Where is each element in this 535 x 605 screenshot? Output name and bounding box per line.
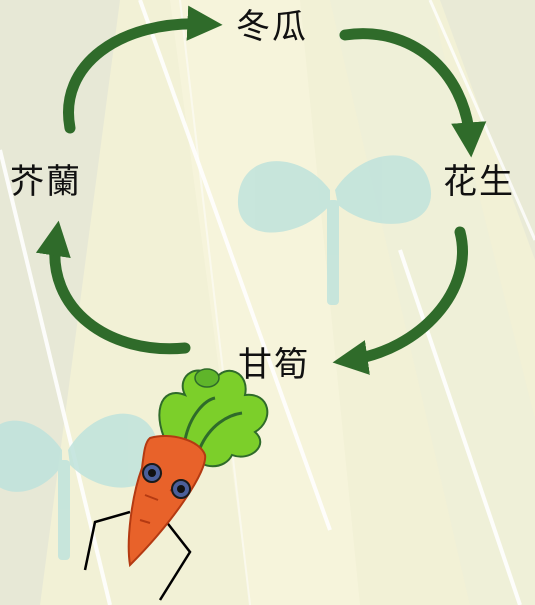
carrot-mascot-icon — [83, 368, 269, 601]
arrow-right-to-bottom — [332, 226, 468, 375]
cycle-node-left: 芥蘭 — [10, 162, 82, 202]
cycle-node-top: 冬瓜 — [236, 7, 308, 47]
arrow-top-to-right — [339, 28, 487, 158]
cycle-node-bottom: 甘筍 — [238, 345, 310, 385]
arrow-left-to-top — [63, 5, 223, 134]
cycle-node-right: 花生 — [443, 162, 515, 202]
arrow-bottom-to-left — [35, 220, 191, 355]
sprout-icon — [237, 155, 432, 305]
sprout-icon — [0, 413, 159, 560]
